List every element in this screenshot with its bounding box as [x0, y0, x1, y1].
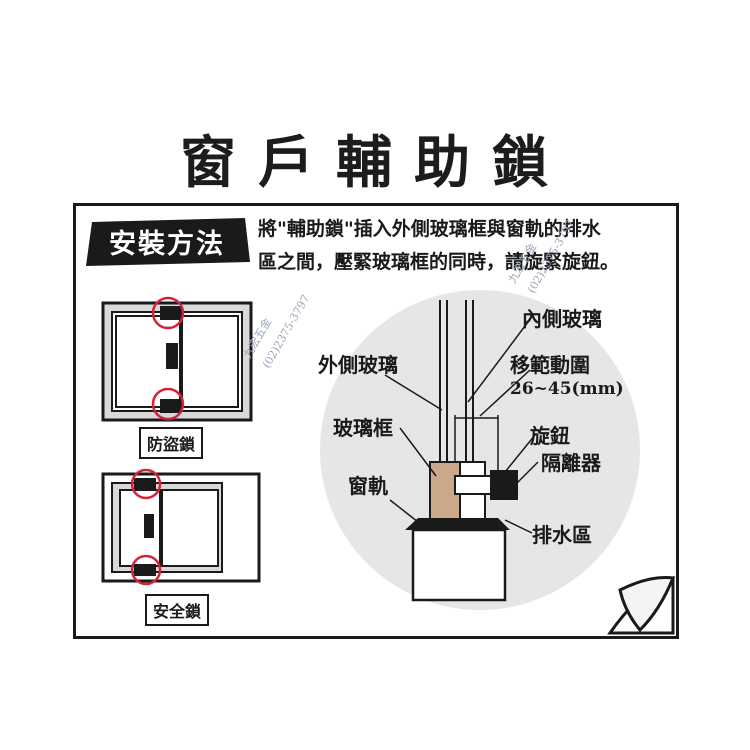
highlight-circle-top-2: [130, 468, 162, 500]
instruction-line-1: 將"輔助鎖"插入外側玻璃框與窗軌的排水: [258, 218, 601, 240]
label-range: 移範動圍: [510, 353, 590, 377]
folded-corner-icon: [607, 575, 676, 635]
label-window-rail: 窗軌: [348, 474, 388, 498]
page-title: 窗戶輔助鎖: [180, 130, 570, 196]
label-knob: 旋鈕: [530, 424, 570, 448]
highlight-circle-bottom: [151, 387, 185, 421]
install-method-badge: 安裝方法: [109, 229, 225, 260]
window-diagram-top: [101, 296, 253, 422]
window-diagram-bottom: [101, 468, 261, 586]
instruction-line-2: 區之間，壓緊玻璃框的同時，請旋緊旋鈕。: [258, 251, 620, 273]
label-outer-glass: 外側玻璃: [318, 353, 398, 377]
label-spacer: 隔離器: [541, 451, 601, 475]
highlight-circle-top: [151, 296, 185, 330]
label-inner-glass: 內側玻璃: [522, 307, 602, 331]
badge-background: [86, 218, 250, 266]
highlight-circle-bottom-2: [130, 554, 162, 586]
label-range-value: 26~45(mm): [510, 379, 624, 399]
cross-section-diagram: [320, 290, 640, 610]
label-drain-area: 排水區: [532, 523, 592, 547]
safety-lock-caption: 安全鎖: [145, 594, 210, 626]
anti-theft-lock-caption: 防盜鎖: [139, 427, 204, 459]
label-glass-frame: 玻璃框: [333, 416, 393, 440]
